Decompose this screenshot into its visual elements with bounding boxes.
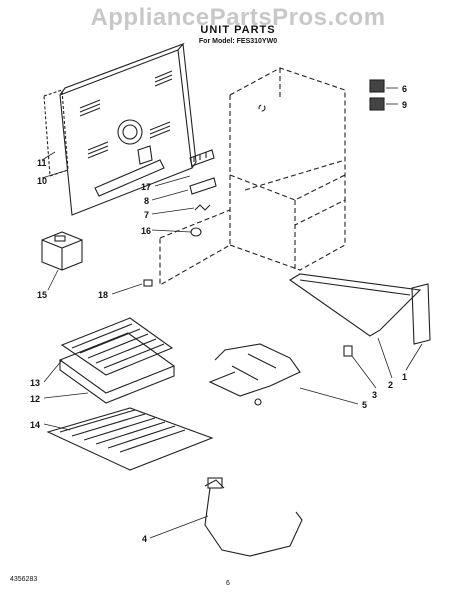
callout-12: 12 [30, 394, 40, 404]
callout-10: 10 [37, 176, 47, 186]
callout-13: 13 [30, 378, 40, 388]
bake-element [208, 343, 301, 406]
trim-bracket [343, 345, 353, 357]
callout-2: 2 [388, 380, 393, 390]
watermark: AppliancePartsPros.com [90, 4, 386, 31]
rear-panel-insulation [43, 89, 69, 177]
callout-1: 1 [402, 372, 407, 382]
callout-15: 15 [37, 290, 47, 300]
callout-18: 18 [98, 290, 108, 300]
small-clip [143, 279, 153, 287]
document-number: 4356283 [10, 576, 38, 583]
callout-14: 14 [30, 420, 40, 430]
callout-6: 6 [402, 84, 407, 94]
callout-11: 11 [37, 158, 47, 168]
callout-4: 4 [142, 534, 147, 544]
terminal-block [189, 149, 215, 167]
switch-box [41, 231, 83, 271]
bracket [189, 177, 217, 195]
callout-9: 9 [402, 100, 407, 110]
oven-cavity [159, 67, 346, 286]
rear-panel [59, 42, 197, 216]
spring-clip [194, 204, 211, 211]
callout-5: 5 [362, 400, 367, 410]
knob-bottom [369, 97, 385, 111]
knob-top [369, 79, 385, 93]
end-cap [411, 283, 431, 345]
callout-16: 16 [141, 226, 151, 236]
page-number: 6 [226, 580, 230, 587]
broil-element [204, 477, 303, 557]
oven-rack [46, 407, 214, 471]
broil-pan [58, 332, 176, 404]
broil-pan-grid [60, 317, 174, 376]
callout-3: 3 [372, 390, 377, 400]
callout-labels: 11 10 17 8 7 16 15 18 6 9 13 12 14 4 5 3… [30, 84, 407, 544]
callout-17: 17 [141, 182, 151, 192]
model-line: For Model: FES310YW0 [198, 38, 278, 45]
diagram-title: UNIT PARTS [200, 24, 276, 36]
sensor-grommet [190, 227, 202, 237]
leader-lines [41, 87, 423, 539]
callout-8: 8 [144, 196, 149, 206]
side-trim-rail [288, 273, 422, 337]
callout-7: 7 [144, 210, 149, 220]
